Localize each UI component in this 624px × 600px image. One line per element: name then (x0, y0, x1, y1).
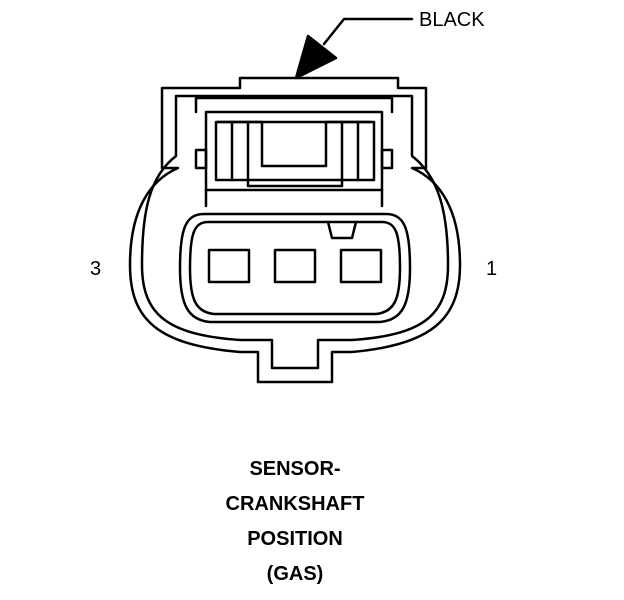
terminal-pin-3 (207, 248, 251, 284)
connector-shell-inner (140, 94, 450, 370)
locking-latch (194, 96, 394, 208)
terminal-cavity (178, 212, 412, 324)
callout-color-label: BLACK (419, 9, 485, 31)
terminal-pin-1 (339, 248, 383, 284)
terminal-pin-2 (273, 248, 317, 284)
pin-number-left: 3 (90, 258, 102, 280)
keying-tab (326, 220, 358, 240)
title-line: POSITION (247, 528, 343, 550)
title-line: CRANKSHAFT (225, 493, 365, 515)
component-title: SENSOR- CRANKSHAFT POSITION (GAS) (160, 452, 430, 592)
title-line: SENSOR- (249, 458, 341, 480)
title-line: (GAS) (266, 563, 324, 585)
terminal-cavity-inner (188, 220, 402, 316)
pin-number-right: 1 (486, 258, 498, 280)
connector-shell-outer (128, 76, 462, 384)
callout-leader (294, 17, 414, 80)
